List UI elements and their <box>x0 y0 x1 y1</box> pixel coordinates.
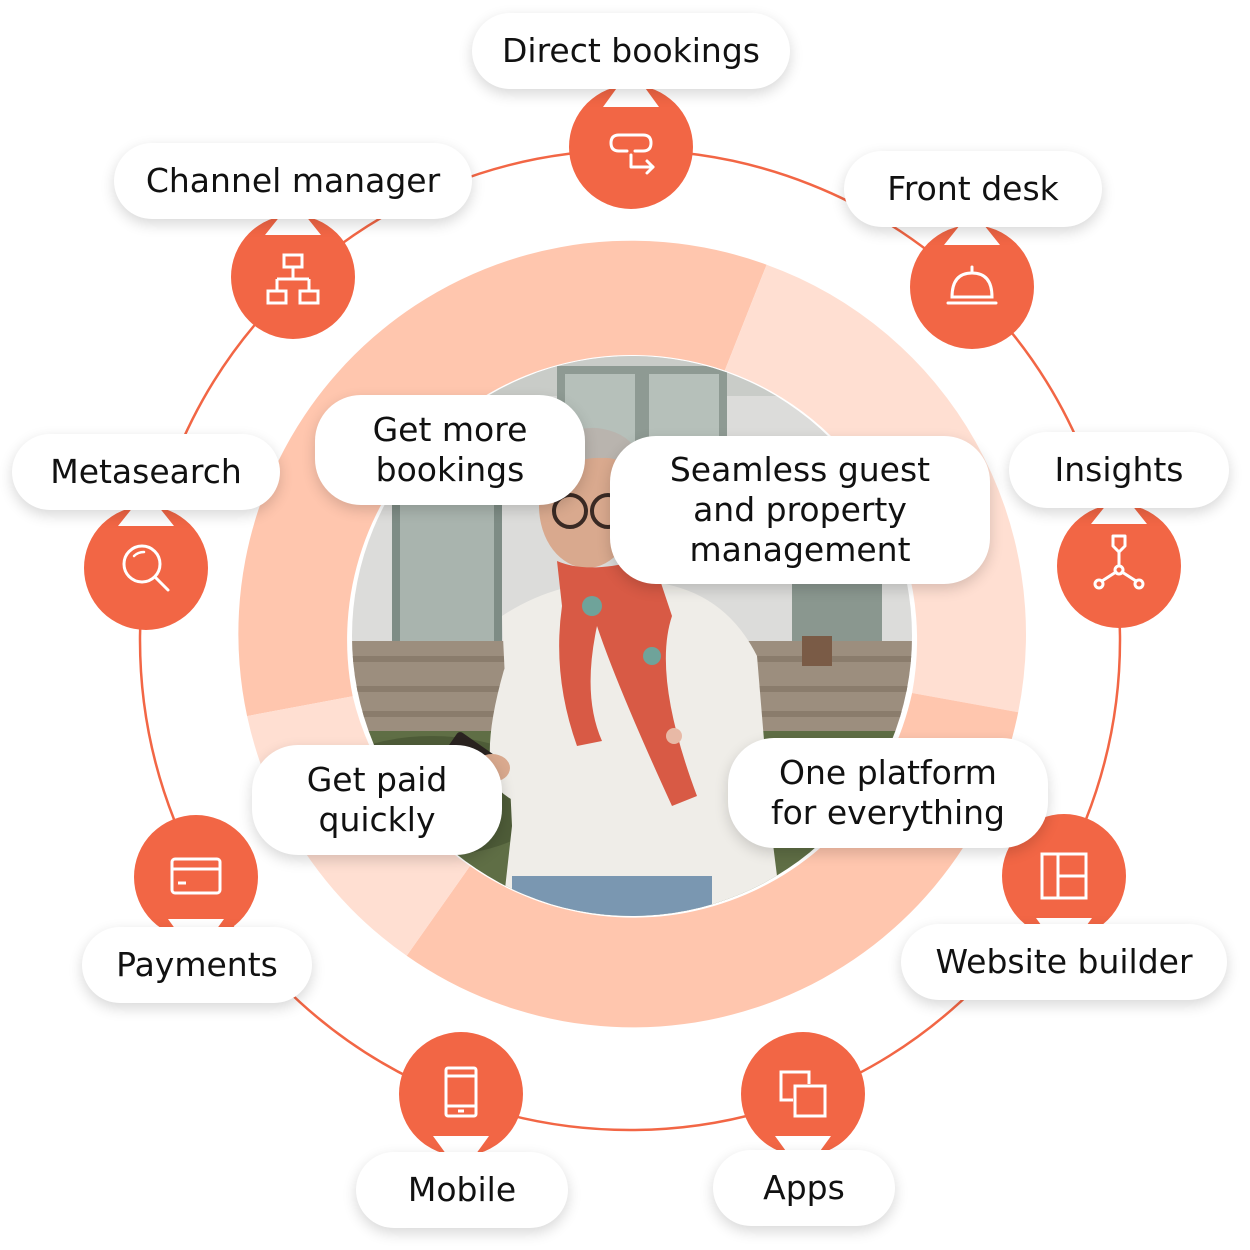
feature-icon-direct-bookings <box>567 83 695 211</box>
feature-icon-mobile <box>397 1030 525 1158</box>
magnifier-icon <box>84 506 208 630</box>
feature-label-front-desk: Front desk <box>844 151 1102 227</box>
feature-icon-channel-manager <box>229 213 357 341</box>
credit-card-icon <box>134 815 258 941</box>
redirect-arrow-icon <box>569 85 693 209</box>
overlapping-squares-icon <box>741 1032 865 1158</box>
benefit-seamless-management: Seamless guest and property management <box>610 436 990 584</box>
benefit-get-paid-quickly: Get paid quickly <box>252 745 502 855</box>
reception-bell-icon <box>910 225 1034 349</box>
feature-label-direct-bookings: Direct bookings <box>472 13 790 89</box>
hierarchy-icon <box>231 215 355 339</box>
feature-label-mobile: Mobile <box>356 1152 568 1228</box>
feature-label-payments: Payments <box>82 927 312 1003</box>
feature-icon-insights <box>1055 502 1183 630</box>
feature-label-insights: Insights <box>1009 432 1229 508</box>
benefit-get-more-bookings: Get more bookings <box>315 395 585 505</box>
feature-label-website-builder: Website builder <box>901 924 1227 1000</box>
analytics-graph-icon <box>1057 504 1181 628</box>
feature-icon-apps <box>739 1030 867 1158</box>
feature-label-metasearch: Metasearch <box>12 434 280 510</box>
feature-icon-front-desk <box>908 223 1036 351</box>
feature-icon-payments <box>132 813 260 941</box>
benefit-one-platform: One platform for everything <box>728 738 1048 848</box>
donut-segment-bottom-right <box>406 693 1019 1028</box>
donut-segment-top-left <box>238 240 767 717</box>
feature-icon-metasearch <box>82 504 210 632</box>
feature-label-channel-manager: Channel manager <box>114 143 472 219</box>
smartphone-icon <box>399 1032 523 1158</box>
feature-label-apps: Apps <box>713 1150 895 1226</box>
